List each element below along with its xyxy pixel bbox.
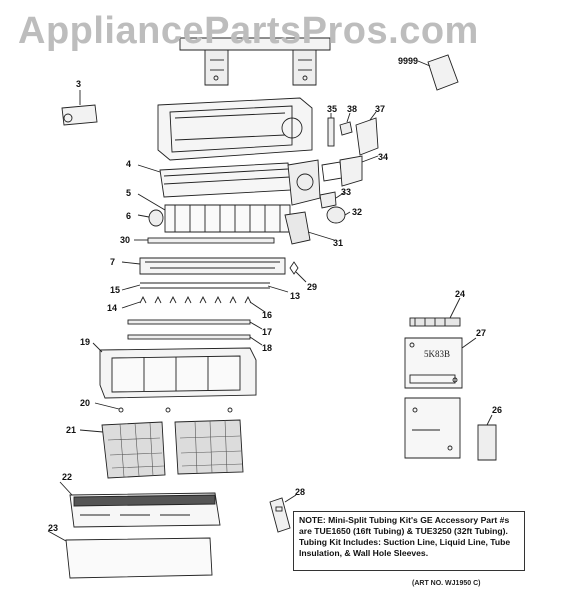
label-part-38: 38 [347,104,358,114]
label-part-22: 22 [62,472,73,482]
label-part-14: 14 [107,303,118,313]
louver-strips [121,282,289,293]
part-5-blower-wheel [137,193,291,233]
parts-17-18-bars [127,319,263,346]
watermark-text: AppliancePartsPros.com [18,10,479,52]
label-part-18: 18 [262,343,273,353]
label-part-7: 7 [110,257,116,267]
part-21-filters [79,419,244,479]
part-31-motor-cover [284,211,335,245]
note-line-4: Insulation, & Wall Hole Sleeves. [299,548,429,558]
label-part-27: 27 [476,328,487,338]
label-part-32: 32 [352,207,363,217]
part-22-front-panel [59,481,221,528]
label-part-17: 17 [262,327,273,337]
part-35-38-small-parts [327,111,379,156]
chip-marking: 5K83B [424,349,451,359]
control-box [404,397,461,459]
label-part-33: 33 [341,187,352,197]
part-24-terminal [409,297,461,327]
label-part-34: 34 [378,152,389,162]
part-4-evaporator [137,162,293,198]
label-part-31: 31 [333,238,344,248]
part-26-sensor [477,414,497,461]
note-line-3: Tubing Kit Includes: Suction Line, Liqui… [299,537,511,547]
part-23-cover [47,530,213,579]
motor-assembly [287,155,379,206]
part-19-front-frame [92,342,257,399]
label-part-9999: 9999 [398,56,419,66]
chassis-housing [157,97,313,161]
label-part-3: 3 [76,79,82,89]
mounting-bracket [179,37,331,86]
part-20-screws [94,402,233,413]
louver-clips [121,295,266,313]
label-part-20: 20 [80,398,91,408]
note-line-2: are TUE1650 (16ft Tubing) & TUE3250 (32f… [299,526,508,536]
tubing-kit-note: NOTE: Mini-Split Tubing Kit's GE Accesso… [293,511,525,571]
art-number: (ART NO. WJ1950 C) [412,580,481,587]
label-part-24: 24 [455,289,466,299]
label-part-4: 4 [126,159,132,169]
label-part-26: 26 [492,405,503,415]
label-part-19: 19 [80,337,91,347]
label-part-30: 30 [120,235,131,245]
label-part-29: 29 [307,282,318,292]
part-27-control-board [404,337,477,389]
label-part-16: 16 [262,310,273,320]
manual-9999 [417,54,459,91]
label-part-23: 23 [48,523,59,533]
label-part-37: 37 [375,104,386,114]
part-30-tube [134,237,275,244]
part-7-drain-pan [121,257,286,275]
part-29-clip [289,261,307,283]
part-3-plate [61,90,98,126]
label-part-5: 5 [126,188,132,198]
label-part-21: 21 [66,425,77,435]
label-part-35: 35 [327,104,338,114]
label-part-6: 6 [126,211,132,221]
note-line-1: NOTE: Mini-Split Tubing Kit's GE Accesso… [299,515,510,525]
part-28-remote [269,494,297,533]
part-6-bearing [137,209,164,227]
label-part-13: 13 [290,291,301,301]
part-33-32 [319,191,351,224]
label-part-15: 15 [110,285,121,295]
label-part-28: 28 [295,487,306,497]
